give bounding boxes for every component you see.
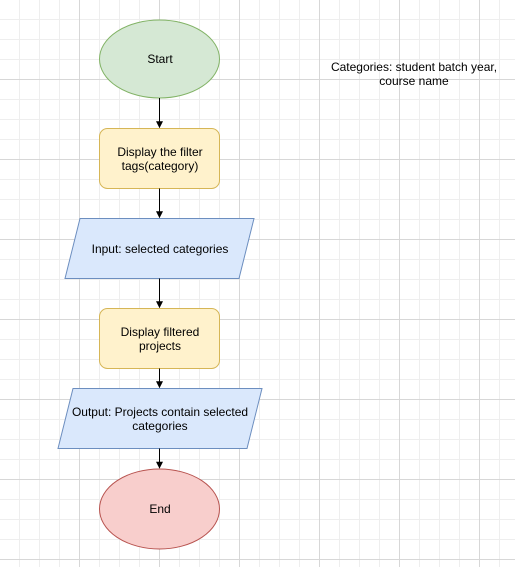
end-node-label: End xyxy=(149,502,171,516)
display-filter-tags-label: Display the filter tags(category) xyxy=(117,145,203,173)
end-node-shape[interactable] xyxy=(99,468,220,550)
input-selected-categories-shape[interactable] xyxy=(64,218,255,279)
output-projects-shape[interactable] xyxy=(57,388,263,449)
output-projects-label: Output: Projects contain selected catego… xyxy=(71,405,249,433)
input-selected-categories-label: Input: selected categories xyxy=(91,242,229,256)
display-filtered-projects-label: Display filtered projects xyxy=(120,325,200,353)
start-node-label: Start xyxy=(147,52,173,66)
categories-annotation: Categories: student batch year, course n… xyxy=(330,60,498,88)
